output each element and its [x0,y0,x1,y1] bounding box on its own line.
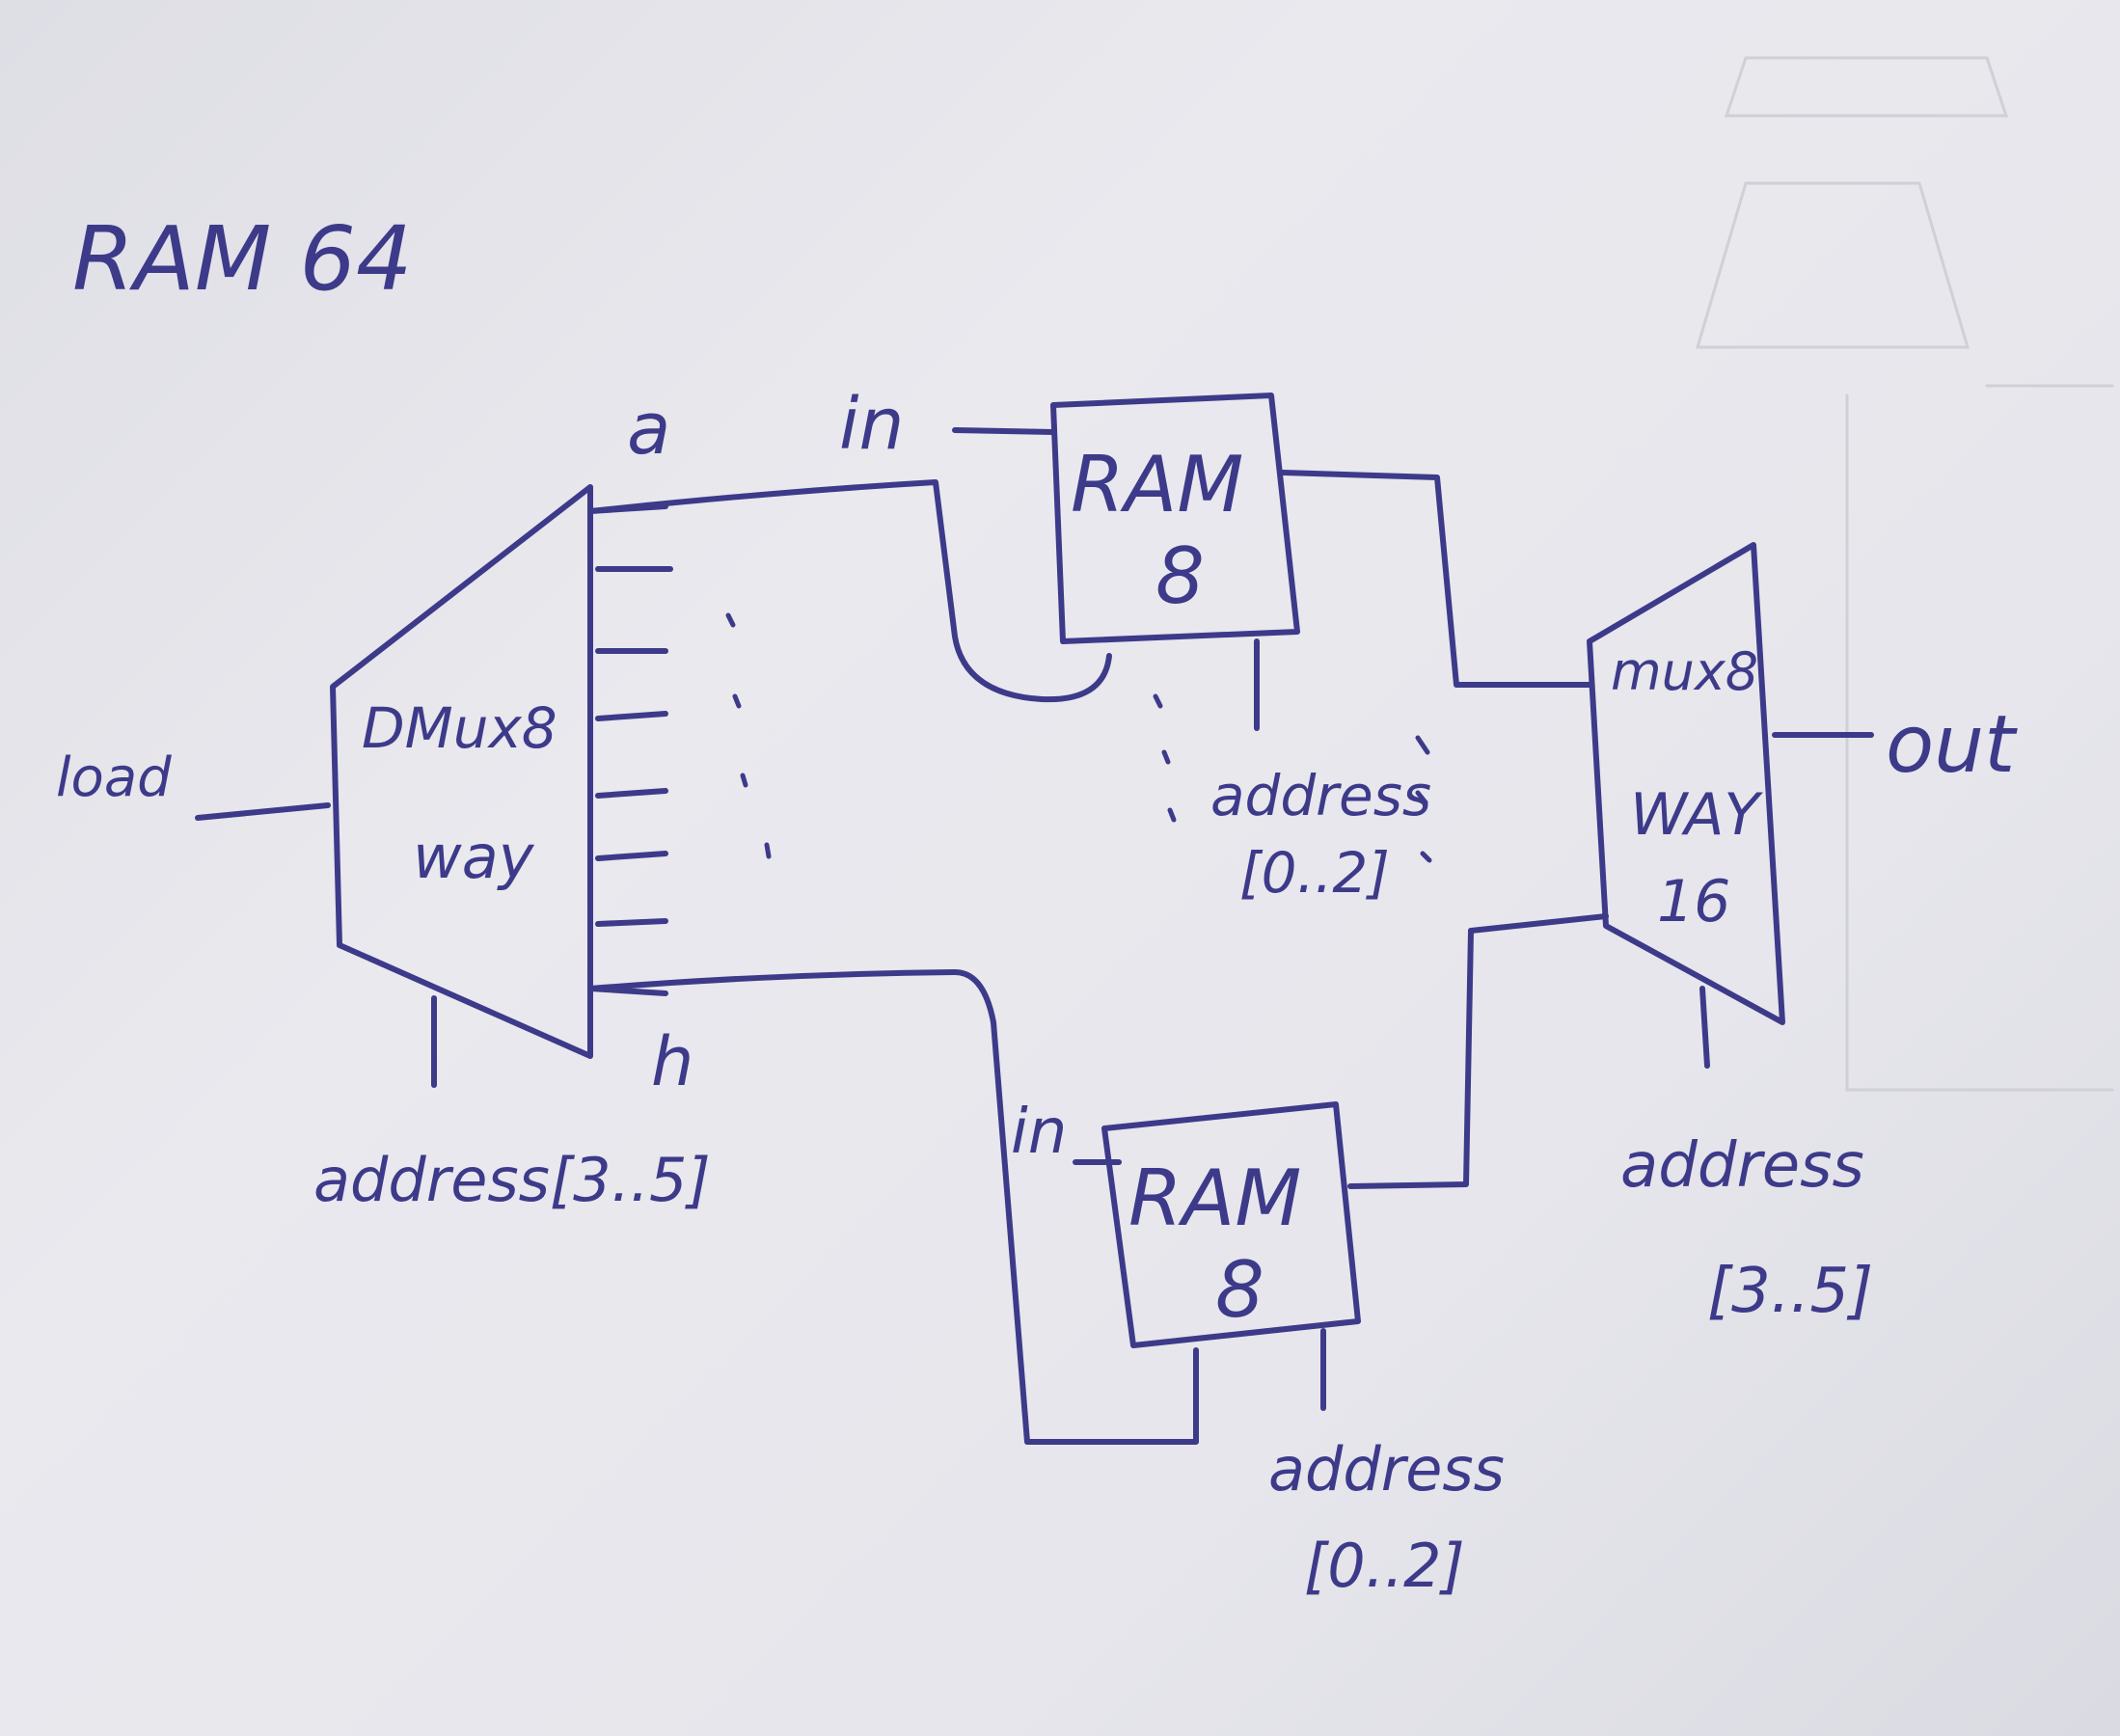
mux8way16-address-wire [1699,986,1710,1069]
mux8way16-block: mux8 WAY 16 address [3..5] [1587,542,1873,1327]
top-ram8-shape [1050,393,1300,644]
load-label: load [56,746,172,809]
faint-background-sketch [1695,56,2114,1092]
bottom-ram8-block: RAM 8 address [0..2] [1101,1101,1505,1601]
dmux8way-address-label: address[3..5] [313,1145,711,1215]
wire-a-to-top-ram [587,479,1112,703]
dmux8way-block: DMux8 way address[3..5] [313,484,711,1215]
top-ram8-block: RAM 8 address [0..2] [1050,393,1431,906]
bottom-ram-out-wire [1347,913,1609,1189]
top-ram8-address-range: [0..2] [1239,840,1390,906]
mux8way16-label: mux8 [1611,641,1758,702]
bottom-in-label: in [1011,1097,1067,1168]
mux8way16-shape [1587,542,1785,1025]
top-ram8-address-label: address [1210,763,1431,828]
bottom-ram8-address-range: [0..2] [1304,1531,1465,1601]
bottom-ram8-size: 8 [1215,1245,1264,1335]
bottom-ram8-address-label: address [1268,1434,1505,1505]
dmux8way-shape [330,484,593,1059]
dmux8way-label: DMux8 [362,695,557,761]
bottom-ram8-label: RAM [1128,1153,1301,1243]
ellipsis-dots [725,612,1432,863]
mux8way16-address-label: address [1620,1130,1864,1202]
out-label: out [1886,699,2018,791]
diagram-title: RAM 64 [72,207,413,311]
top-ram-out-wire [1280,470,1592,688]
mux8way16-address-range: [3..5] [1707,1256,1873,1327]
top-ram8-label: RAM [1071,440,1243,529]
output-h-label: h [651,1022,693,1101]
load-wire [195,802,331,821]
wire-h-to-bottom-ram [587,969,1199,1445]
output-a-label: a [627,388,670,471]
top-in-label: in [839,383,904,466]
top-ram8-size: 8 [1155,531,1205,621]
top-in-wire [952,427,1056,435]
bottom-ram8-shape [1101,1101,1361,1348]
mux8way16-way-label: WAY [1630,781,1763,849]
dmux8way-output-stubs [587,503,673,996]
dmux8way-way-label: way [413,822,535,892]
mux8way16-width-label: 16 [1657,868,1730,936]
